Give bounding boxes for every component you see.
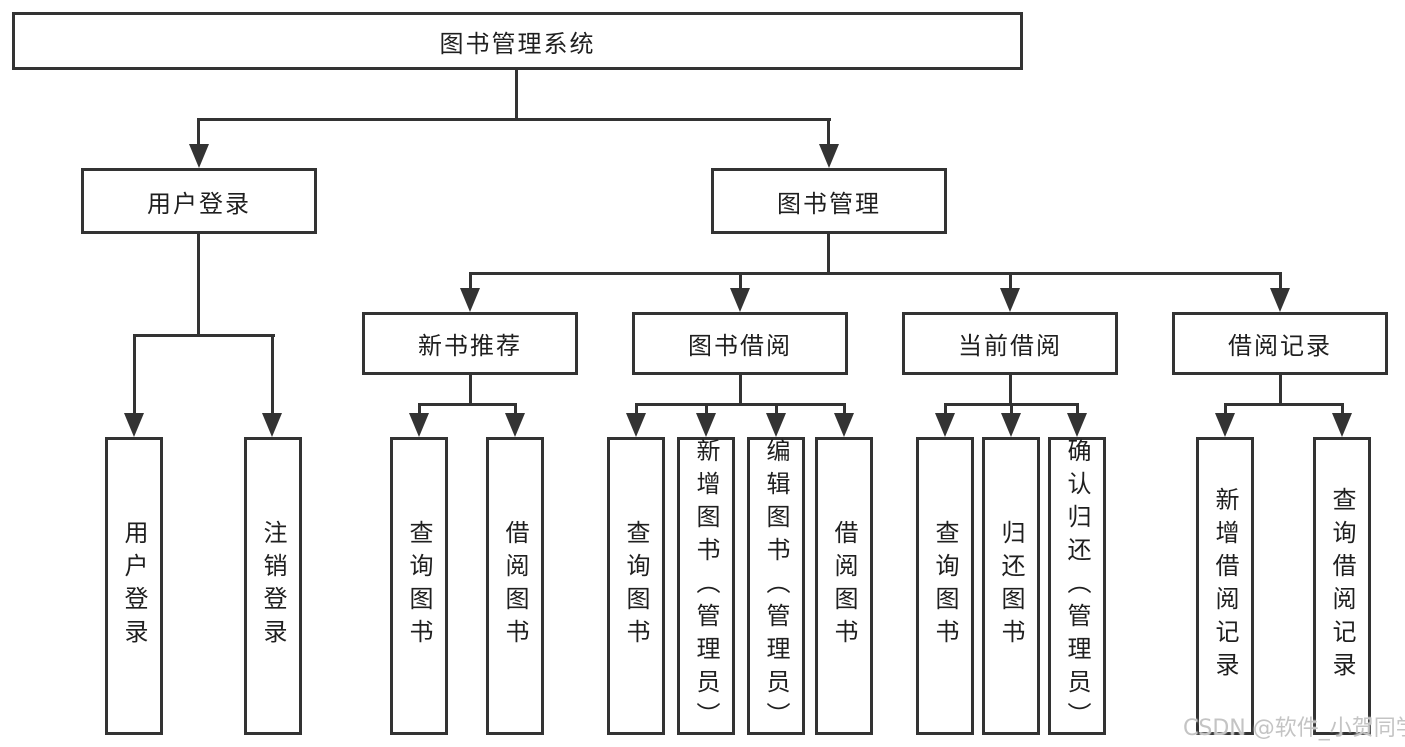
arrow-down-icon [766,413,786,437]
edge-line [1279,272,1282,290]
leaf-label: 新增图书（管理员） [692,437,720,735]
arrow-down-icon [696,413,716,437]
edge-line [1224,403,1227,415]
arrow-down-icon [1270,288,1290,312]
leaf-label: 借阅图书 [830,520,858,652]
edge-line [197,118,831,121]
node-new-book-recommend: 新书推荐 [362,312,578,375]
leaf-edit-books-admin: 编辑图书（管理员） [747,437,805,735]
leaf-add-borrow-record: 新增借阅记录 [1196,437,1254,735]
edge-line [827,118,830,146]
node-borrow-records: 借阅记录 [1172,312,1388,375]
leaf-query-borrow-record: 查询借阅记录 [1313,437,1371,735]
edge-line [515,69,518,120]
edge-line [1279,375,1282,406]
edge-line [133,334,136,415]
csdn-watermark: CSDN @软件_小贺同学 [1183,716,1405,741]
arrow-down-icon [819,144,839,168]
node-label: 用户登录 [147,189,251,218]
leaf-label: 查询图书 [405,520,433,652]
arrow-down-icon [935,413,955,437]
arrow-down-icon [1001,413,1021,437]
leaf-logout: 注销登录 [244,437,302,735]
edge-line [739,272,742,290]
leaf-label: 新增借阅记录 [1211,487,1239,685]
node-label: 借阅记录 [1228,332,1332,360]
arrow-down-icon [409,413,429,437]
edge-line [469,272,1282,275]
edge-line [1009,375,1012,406]
node-book-borrow: 图书借阅 [632,312,848,375]
edge-line [775,403,778,415]
leaf-borrow-books: 借阅图书 [815,437,873,735]
leaf-label: 借阅图书 [501,520,529,652]
leaf-borrow-books-recommend: 借阅图书 [486,437,544,735]
edge-line [635,403,846,406]
edge-line [469,272,472,290]
edge-line [197,118,200,146]
arrow-down-icon [1000,288,1020,312]
arrow-down-icon [834,413,854,437]
edge-line [944,403,947,415]
node-label: 新书推荐 [418,332,522,360]
leaf-label: 编辑图书（管理员） [762,437,790,735]
leaf-query-books-current: 查询图书 [916,437,974,735]
edge-line [133,334,275,337]
edge-line [635,403,638,415]
leaf-confirm-return-admin: 确认归还（管理员） [1048,437,1106,735]
edge-line [1076,403,1079,415]
leaf-label: 查询图书 [931,520,959,652]
edge-line [514,403,517,415]
edge-line [827,234,830,275]
arrow-down-icon [730,288,750,312]
edge-line [1341,403,1344,415]
leaf-user-login: 用户登录 [105,437,163,735]
leaf-return-books: 归还图书 [982,437,1040,735]
leaf-label: 确认归还（管理员） [1063,437,1091,735]
leaf-label: 归还图书 [997,520,1025,652]
node-label: 图书管理系统 [439,29,596,58]
edge-line [705,403,708,415]
edge-line [1224,403,1344,406]
node-label: 当前借阅 [958,332,1062,360]
leaf-label: 用户登录 [120,520,148,652]
node-user-login: 用户登录 [81,168,317,234]
edge-line [197,234,200,337]
edge-line [739,375,742,406]
leaf-add-books-admin: 新增图书（管理员） [677,437,735,735]
arrow-down-icon [1067,413,1087,437]
leaf-label: 注销登录 [259,520,287,652]
edge-line [843,403,846,415]
edge-line [271,334,274,415]
arrow-down-icon [189,144,209,168]
edge-line [469,375,472,406]
edge-line [418,403,421,415]
node-label: 图书借阅 [688,332,792,360]
arrow-down-icon [1215,413,1235,437]
arrow-down-icon [460,288,480,312]
node-library-system: 图书管理系统 [12,12,1023,70]
arrow-down-icon [505,413,525,437]
arrow-down-icon [124,413,144,437]
edge-line [418,403,517,406]
leaf-query-books: 查询图书 [607,437,665,735]
leaf-query-books-recommend: 查询图书 [390,437,448,735]
node-book-management: 图书管理 [711,168,947,234]
arrow-down-icon [626,413,646,437]
leaf-label: 查询借阅记录 [1328,487,1356,685]
arrow-down-icon [1332,413,1352,437]
leaf-label: 查询图书 [622,520,650,652]
node-current-borrow: 当前借阅 [902,312,1118,375]
edge-line [1009,272,1012,290]
arrow-down-icon [262,413,282,437]
node-label: 图书管理 [777,189,881,218]
edge-line [1010,403,1013,415]
